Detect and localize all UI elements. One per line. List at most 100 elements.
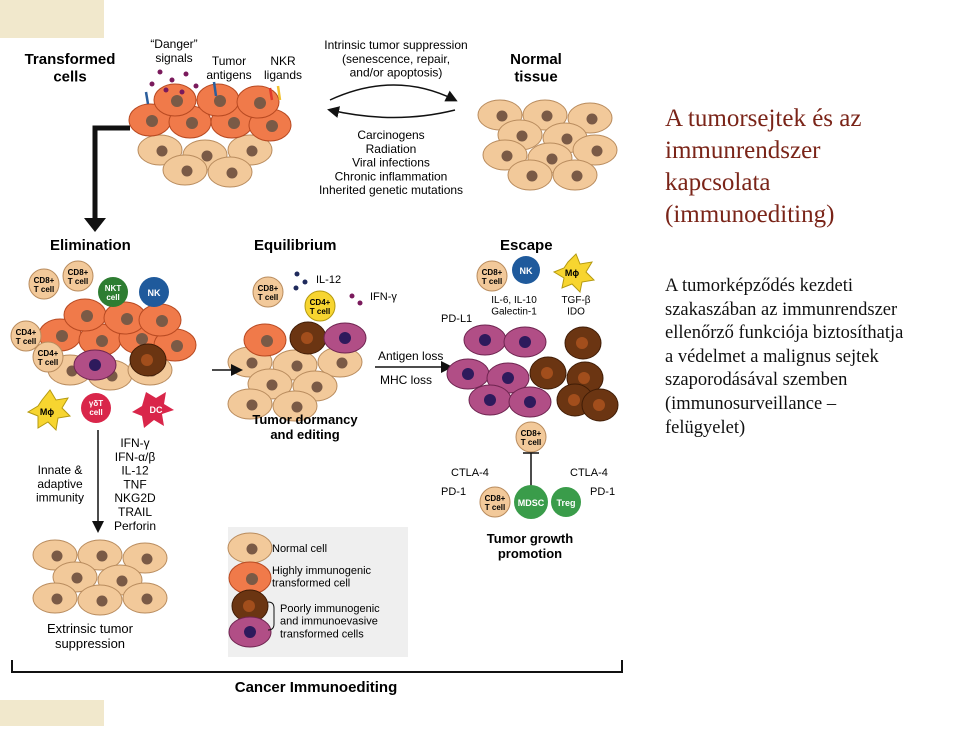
nk-cell-elimination: NK: [139, 277, 169, 307]
text-line: Chronic inflammation: [335, 169, 448, 183]
macrophage-elimination: Mϕ: [26, 389, 72, 432]
equilibrium-tumor-cluster: [227, 321, 367, 422]
ctla4-left-label: CTLA-4: [451, 467, 489, 479]
text-line: TRAIL: [118, 505, 152, 519]
slide-body-text: A tumorképződés kezdeti szakaszában az i…: [665, 276, 904, 438]
legend-normal-swatch: [227, 532, 273, 564]
text-line: NKG2D: [114, 491, 156, 505]
cd8-t-cell-a: CD8+T cell: [28, 268, 60, 300]
text-line: Tumor dormancy: [252, 412, 358, 427]
equilibrium-title: Equilibrium: [254, 237, 337, 254]
danger-signal-dots: [149, 69, 199, 95]
normal-tissue-cluster: [477, 99, 618, 191]
text-line: IDO: [567, 307, 585, 318]
text-line: CD8+: [258, 284, 279, 293]
text-line: transformed cells: [280, 628, 364, 640]
legend-normal-label: Normal cell: [272, 543, 327, 555]
elimination-arrowhead: [84, 218, 106, 232]
text-line: CD8+: [521, 429, 542, 438]
text-line: and/or apoptosis): [350, 66, 443, 80]
mdsc-cell: MDSC: [514, 485, 548, 519]
text-line: γδT: [89, 399, 103, 408]
text-line: Innate &: [38, 463, 83, 477]
text-line: CD8+: [485, 494, 506, 503]
cd4-t-cell-equilibrium: CD4+T cell: [304, 290, 336, 322]
cd8-t-cell-escape-top: CD8+T cell: [515, 421, 547, 453]
text-line: T cell: [16, 337, 36, 346]
corner-decoration-bottom-left: [0, 700, 104, 726]
danger-signals-label: “Danger”signals: [150, 37, 197, 65]
equilibrium-ifn-dots: [349, 293, 363, 306]
ifn-gamma-label: IFN-γ: [370, 291, 397, 303]
reversion-arrow-top: [329, 84, 458, 102]
text-line: cell: [89, 408, 102, 417]
legend-evasive-swatch: [228, 616, 272, 648]
il12-label: IL-12: [316, 274, 341, 286]
escape-title: Escape: [500, 237, 553, 254]
equilibrium-il12-dots: [293, 271, 308, 291]
mhc-loss-label: MHC loss: [380, 373, 432, 387]
nk-cell-escape: NK: [512, 256, 540, 284]
text-line: (senescence, repair,: [342, 52, 450, 66]
text-line: T cell: [485, 503, 505, 512]
cd4-t-cell-a: CD4+T cell: [10, 320, 42, 352]
treg-cell: Treg: [551, 487, 581, 517]
legend-bracket: [267, 601, 275, 631]
text-line: T cell: [68, 277, 88, 286]
text-line: Carcinogens: [357, 128, 424, 142]
text-line: Intrinsic tumor suppression: [324, 38, 467, 52]
text-line: Extrinsic tumor: [47, 621, 134, 636]
text-line: signals: [155, 51, 192, 65]
svg-text:CD8+T cell: CD8+T cell: [34, 276, 55, 294]
text-line: T cell: [34, 285, 54, 294]
text-line: Perforin: [114, 519, 156, 533]
text-line: suppression: [55, 636, 125, 651]
text-line: Transformed: [25, 51, 116, 68]
text-line: transformed cell: [272, 578, 350, 590]
transformed-cell-cluster: [128, 83, 292, 188]
text-line: TGF-β: [561, 295, 590, 306]
ctla4-right-label: CTLA-4: [570, 467, 608, 479]
text-line: and immunoevasive: [280, 616, 378, 628]
cancer-immunoediting-label: Cancer Immunoediting: [235, 679, 398, 696]
dendritic-cell: DC: [132, 392, 174, 428]
text-line: Normal: [510, 51, 562, 68]
svg-text:CD8+T cell: CD8+T cell: [485, 494, 506, 512]
text-line: tissue: [514, 68, 557, 85]
text-line: cells: [53, 68, 86, 85]
pd1-right-label: PD-1: [590, 486, 615, 498]
text-line: NKR: [270, 54, 296, 68]
text-line: CD4+: [16, 328, 37, 337]
text-line: IFN-γ: [120, 436, 149, 450]
slide-title: A tumorsejtek és az immunrendszer kapcso…: [665, 105, 862, 228]
antigen-loss-label: Antigen loss: [378, 349, 443, 363]
cd8-t-cell-b: CD8+T cell: [62, 260, 94, 292]
legend-immunogenic-swatch: [228, 561, 272, 595]
svg-text:CD4+T cell: CD4+T cell: [310, 298, 331, 316]
text-line: CD8+: [68, 268, 89, 277]
text-line: NKT: [105, 284, 122, 293]
text-line: ligands: [264, 68, 302, 82]
pd-l1-label: PD-L1: [441, 313, 472, 325]
svg-text:NK: NK: [148, 288, 161, 298]
text-line: T cell: [258, 293, 278, 302]
text-line: TNF: [123, 477, 146, 491]
text-line: CD4+: [38, 349, 59, 358]
svg-text:Mϕ: Mϕ: [565, 268, 579, 278]
text-line: antigens: [206, 68, 251, 82]
corner-decoration-top-left: [0, 0, 104, 38]
text-line: IL-12: [121, 464, 149, 478]
svg-text:CD8+T cell: CD8+T cell: [258, 284, 279, 302]
